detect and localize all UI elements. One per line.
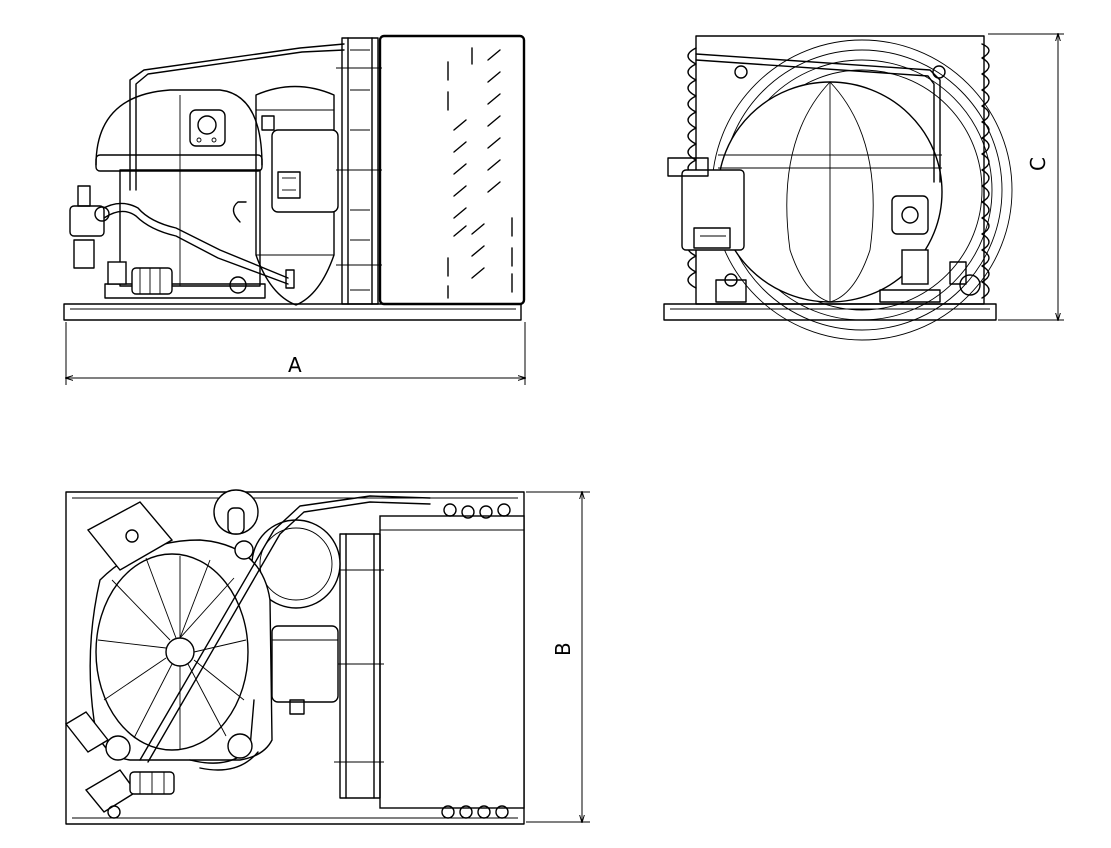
side-service-valves <box>891 195 981 296</box>
side-feet <box>715 273 941 303</box>
dimension-c: C <box>988 34 1064 320</box>
top-service-valves <box>64 711 175 819</box>
top-condenser <box>379 515 525 809</box>
top-terminal-box <box>86 501 174 571</box>
top-compressor <box>89 539 273 761</box>
top-fan-guard <box>334 533 384 799</box>
top-piping <box>139 495 431 771</box>
side-view: C <box>663 34 1064 341</box>
front-piping <box>99 43 345 289</box>
dimension-a-label: A <box>288 353 302 377</box>
top-feet <box>105 540 254 761</box>
front-receiver-tank <box>255 85 335 306</box>
top-view: B <box>64 489 590 825</box>
side-terminal-box <box>667 157 745 251</box>
top-fan-motor <box>271 625 339 715</box>
front-fan-guard <box>336 37 382 305</box>
front-base-plate <box>63 303 522 321</box>
dimension-b: B <box>526 492 590 822</box>
front-fan-motor <box>261 115 339 213</box>
dimension-c-label: C <box>1026 157 1050 171</box>
dimension-a: A <box>66 322 525 385</box>
top-oil-cap <box>213 489 259 535</box>
front-compressor <box>95 89 266 299</box>
top-coil-ends <box>441 503 511 819</box>
dimension-b-label: B <box>551 642 575 656</box>
condenser-slots <box>447 47 513 299</box>
side-piping <box>695 53 946 183</box>
front-view: A <box>63 34 526 385</box>
front-condenser <box>378 34 526 306</box>
side-base-plate <box>663 303 997 321</box>
compressor-dome-spokes <box>97 556 247 750</box>
front-service-valves <box>69 185 173 295</box>
